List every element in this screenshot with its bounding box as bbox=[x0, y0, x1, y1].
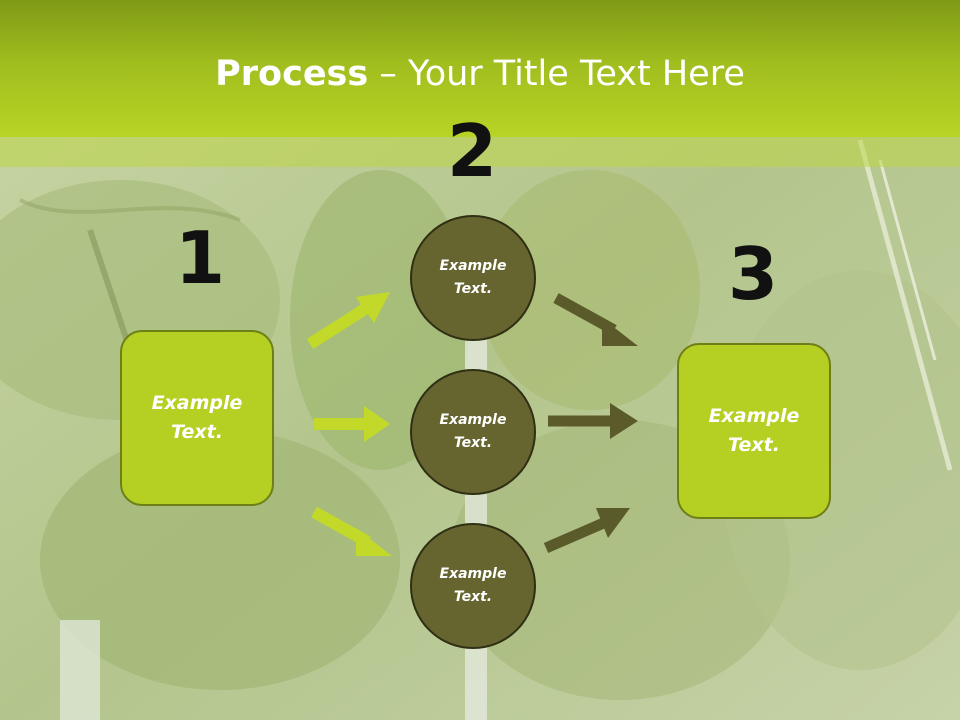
title-rest: – Your Title Text Here bbox=[368, 54, 745, 94]
step-2-number: 2 bbox=[446, 109, 498, 193]
arrow-2c-to-3-head bbox=[596, 508, 630, 538]
step-2-text-middle: Example Text. bbox=[439, 412, 507, 451]
page-title: Process – Your Title Text Here bbox=[0, 52, 960, 96]
arrow-2c-to-3 bbox=[543, 516, 609, 554]
title-bar bbox=[0, 0, 960, 137]
step-1-text: Example Text. bbox=[151, 392, 243, 443]
step-3-box: Example Text. bbox=[677, 343, 831, 519]
step-1-number: 1 bbox=[174, 216, 226, 300]
step-2-text-bottom: Example Text. bbox=[439, 566, 507, 605]
arrow-1-to-2a bbox=[306, 301, 372, 350]
step-2-circle-bottom: Example Text. bbox=[410, 523, 536, 649]
title-bold: Process bbox=[215, 54, 369, 94]
step-2-circle-middle: Example Text. bbox=[410, 369, 536, 495]
step-2-circle-top: Example Text. bbox=[410, 215, 536, 341]
arrow-1-to-2b-head bbox=[364, 406, 390, 442]
step-3-text: Example Text. bbox=[708, 405, 800, 456]
arrow-2a-to-3-head bbox=[602, 318, 638, 346]
step-2-text-top: Example Text. bbox=[439, 258, 507, 297]
step-1-box: Example Text. bbox=[120, 330, 274, 506]
step-3-number: 3 bbox=[727, 232, 779, 316]
arrow-1-to-2a-head bbox=[356, 292, 390, 323]
title-bar-strip bbox=[0, 137, 960, 167]
arrow-1-to-2c-head bbox=[356, 528, 392, 556]
arrow-2b-to-3-head bbox=[610, 403, 638, 439]
